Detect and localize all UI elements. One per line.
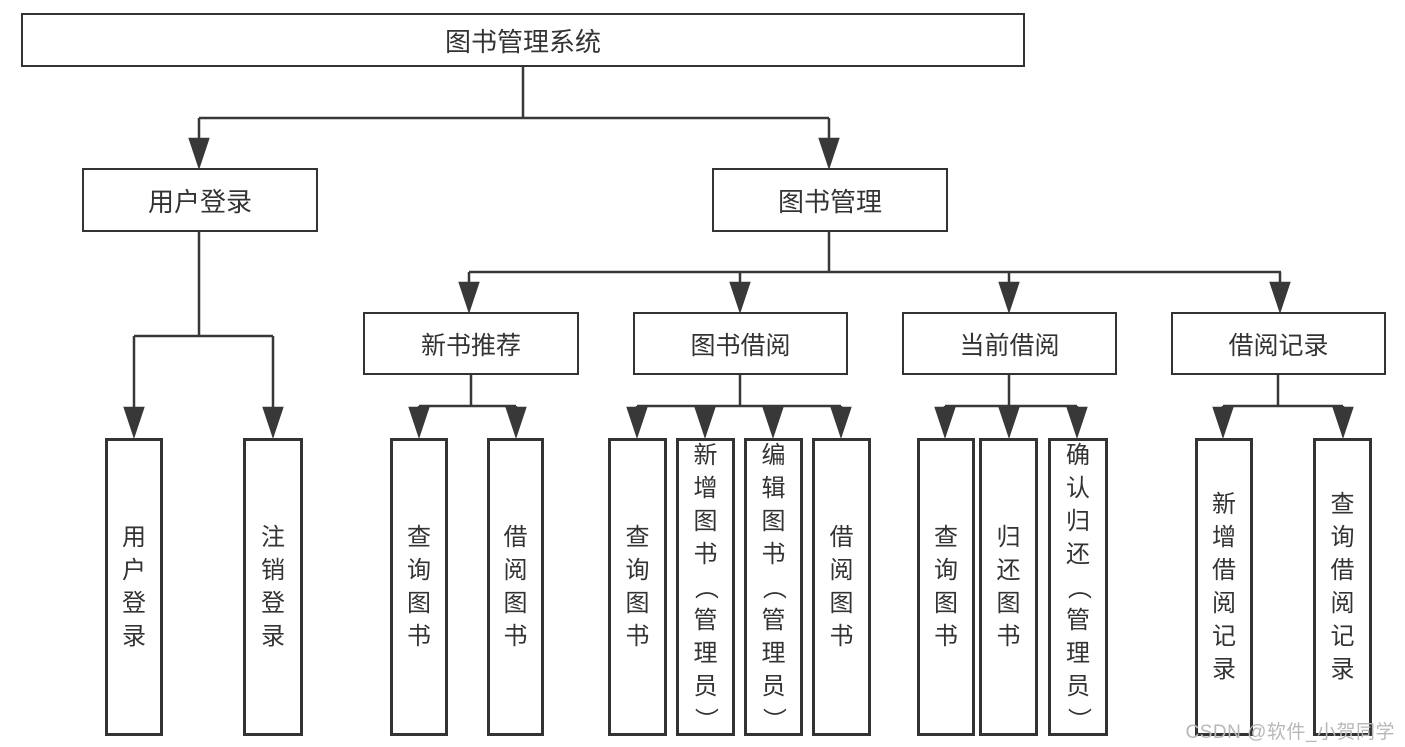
arrowhead xyxy=(123,406,145,439)
arrowhead xyxy=(188,137,210,170)
node-root-label: 图书管理系统 xyxy=(444,26,601,57)
node-book-management: 图书管理 xyxy=(712,168,948,232)
node-current-borrow-label: 当前借阅 xyxy=(959,331,1060,360)
node-user-login-label: 用户登录 xyxy=(147,186,252,217)
arrowhead xyxy=(694,406,716,439)
leaf-newbook-borrow-books: 借阅图书 xyxy=(487,438,544,736)
arrowhead xyxy=(1269,281,1291,314)
arrowhead xyxy=(1212,406,1234,439)
arrowhead xyxy=(1066,406,1088,439)
connector-borrow-records-to-leaves xyxy=(1212,375,1354,439)
csdn-watermark: CSDN @软件_小贺同学 xyxy=(1185,722,1395,743)
leaf-current-return-books: 归还图书 xyxy=(979,438,1038,736)
leaf-user-login: 用户登录 xyxy=(105,438,163,736)
arrowhead xyxy=(1332,406,1354,439)
leaf-current-query-books: 查询图书 xyxy=(917,438,975,736)
leaf-newbook-borrow-books-label: 借阅图书 xyxy=(503,524,528,650)
leaf-records-query-record-label: 查询借阅记录 xyxy=(1330,491,1355,683)
leaf-borrow-borrow-books-label: 借阅图书 xyxy=(829,524,854,650)
arrowhead xyxy=(729,281,751,314)
leaf-newbook-query-books-label: 查询图书 xyxy=(407,524,431,650)
leaf-borrow-edit-book-admin-label: 编辑图书（管理员） xyxy=(760,441,787,732)
leaf-current-return-books-label: 归还图书 xyxy=(996,524,1021,650)
arrowhead xyxy=(626,406,648,439)
node-borrow-records: 借阅记录 xyxy=(1171,312,1386,375)
leaf-borrow-borrow-books: 借阅图书 xyxy=(812,438,871,736)
leaf-borrow-add-book-admin-label: 新增图书（管理员） xyxy=(692,441,719,732)
node-book-borrow: 图书借阅 xyxy=(633,312,848,375)
node-root: 图书管理系统 xyxy=(21,13,1025,67)
arrowhead xyxy=(998,281,1020,314)
leaf-logout-label: 注销登录 xyxy=(261,524,285,650)
leaf-borrow-query-books: 查询图书 xyxy=(608,438,667,736)
connector-new-book-to-leaves xyxy=(408,375,527,439)
leaf-newbook-query-books: 查询图书 xyxy=(390,438,448,736)
leaf-records-add-record-label: 新增借阅记录 xyxy=(1212,491,1236,683)
node-current-borrow: 当前借阅 xyxy=(902,312,1117,375)
leaf-records-add-record: 新增借阅记录 xyxy=(1195,438,1253,736)
connector-current-borrow-to-leaves xyxy=(934,375,1088,439)
leaf-records-query-record: 查询借阅记录 xyxy=(1313,438,1372,736)
leaf-current-confirm-return-admin-label: 确认归还（管理员） xyxy=(1064,441,1092,732)
leaf-logout: 注销登录 xyxy=(243,438,303,736)
node-user-login: 用户登录 xyxy=(82,168,318,232)
arrowhead xyxy=(262,406,284,439)
arrowhead xyxy=(458,281,480,314)
arrowhead xyxy=(998,406,1020,439)
node-new-book-recommend: 新书推荐 xyxy=(363,312,579,375)
arrowhead xyxy=(830,406,852,439)
leaf-current-confirm-return-admin: 确认归还（管理员） xyxy=(1048,438,1108,736)
arrowhead xyxy=(505,406,527,439)
arrowhead xyxy=(762,406,784,439)
leaf-borrow-add-book-admin: 新增图书（管理员） xyxy=(676,438,735,736)
arrowhead xyxy=(934,406,956,439)
node-new-book-recommend-label: 新书推荐 xyxy=(420,331,521,360)
connector-user-login-to-leaves xyxy=(123,232,284,439)
leaf-borrow-edit-book-admin: 编辑图书（管理员） xyxy=(744,438,803,736)
arrowhead xyxy=(818,137,840,170)
node-book-management-label: 图书管理 xyxy=(777,186,882,217)
node-borrow-records-label: 借阅记录 xyxy=(1228,331,1329,360)
leaf-borrow-query-books-label: 查询图书 xyxy=(625,524,650,650)
leaf-user-login-label: 用户登录 xyxy=(122,524,146,650)
connector-book-borrow-to-leaves xyxy=(626,375,852,439)
leaf-current-query-books-label: 查询图书 xyxy=(934,524,958,650)
connector-root-to-level2 xyxy=(188,67,840,170)
connector-book-management-to-level3 xyxy=(458,232,1291,314)
node-book-borrow-label: 图书借阅 xyxy=(690,331,791,360)
arrowhead xyxy=(408,406,430,439)
